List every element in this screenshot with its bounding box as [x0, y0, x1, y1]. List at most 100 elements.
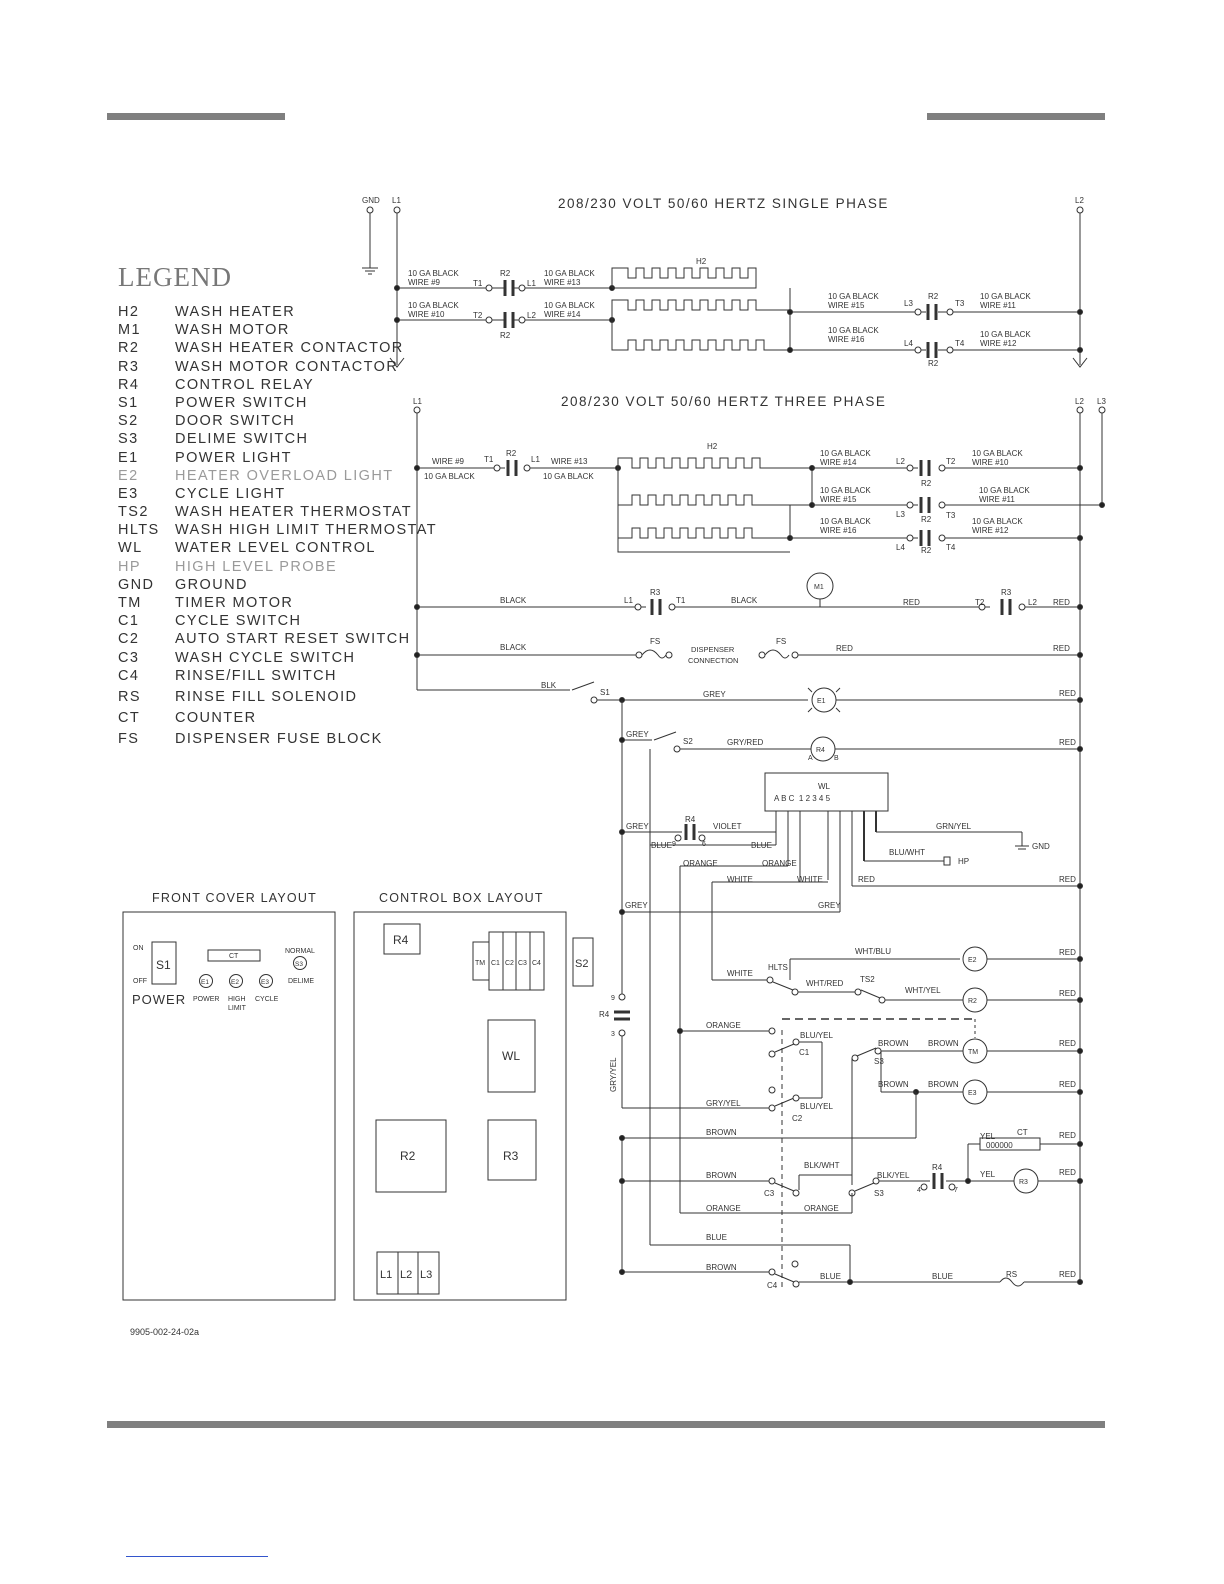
e1-label: E1: [201, 979, 209, 986]
terminal-label: L1: [531, 455, 540, 464]
delime-switch-s3[interactable]: [293, 956, 307, 970]
wire-label: BLU/YEL: [800, 1031, 833, 1040]
terminal-label: L3: [904, 299, 913, 308]
wire-label: YEL: [980, 1132, 996, 1141]
wire-label: ORANGE: [762, 859, 797, 868]
wire-label: WIRE #13: [544, 278, 581, 287]
wire-label: GREY: [703, 690, 726, 699]
wire-label: RED: [1059, 738, 1076, 747]
single-phase-title: 208/230 VOLT 50/60 HERTZ SINGLE PHASE: [558, 196, 889, 211]
wire-label: 10 GA BLACK: [828, 326, 879, 335]
footer-link-underline[interactable]: [126, 1556, 268, 1557]
r2-contact: [919, 458, 931, 478]
wire-label: BLACK: [500, 643, 527, 652]
heater-overload-light-e2-icon: E2: [962, 946, 988, 972]
e3-label: E3: [261, 979, 269, 986]
wire-label: WIRE #9: [432, 457, 465, 466]
high-level-probe-icon: [943, 856, 951, 866]
gnd-terminal: [366, 206, 374, 214]
three-phase-title: 208/230 VOLT 50/60 HERTZ THREE PHASE: [561, 394, 886, 409]
wire-label: BLK/WHT: [804, 1161, 840, 1170]
wire-label: BROWN: [878, 1039, 909, 1048]
door-switch-s2: [572, 937, 594, 987]
wire-label: 10 GA BLACK: [820, 486, 871, 495]
thermostat-label: TS2: [860, 975, 875, 984]
wire-label: WIRE #14: [544, 310, 581, 319]
wire-label: WHT/RED: [806, 979, 844, 988]
terminal-label: 7: [954, 1187, 958, 1194]
wire-label: GRY/RED: [727, 738, 764, 747]
wire-label: BLACK: [731, 596, 758, 605]
switch-label: C1: [799, 1048, 810, 1057]
contact-label: R3: [1001, 588, 1012, 597]
wire-label: WHITE: [727, 875, 753, 884]
wire-label: RED: [1059, 989, 1076, 998]
wire-label: 10 GA BLACK: [972, 517, 1023, 526]
control-relay-r4-coil: R4: [810, 736, 836, 762]
e2-caption: HIGH: [228, 996, 246, 1003]
e2-caption: LIMIT: [228, 1005, 247, 1012]
terminal-label: T4: [955, 339, 965, 348]
coil-label: R2: [968, 998, 977, 1005]
switch-label: C2: [792, 1114, 803, 1123]
wire-label: 10 GA BLACK: [980, 292, 1031, 301]
r2-contact: [503, 278, 515, 298]
terminal-label: A: [808, 755, 813, 762]
off-label: OFF: [133, 978, 147, 985]
wire-label: 10 GA BLACK: [979, 486, 1030, 495]
wire-label: GREY: [626, 730, 649, 739]
wire-label: BROWN: [928, 1080, 959, 1089]
wire-label: RED: [1059, 689, 1076, 698]
power-switch-s1[interactable]: [151, 941, 177, 985]
delime-label: DELIME: [288, 978, 314, 985]
wire-label: BROWN: [706, 1128, 737, 1137]
legend-title: LEGEND: [118, 262, 232, 292]
terminal-label: B: [834, 755, 839, 762]
e1-caption: POWER: [193, 996, 219, 1003]
heater-element: [617, 468, 812, 506]
terminal-label: T1: [484, 455, 494, 464]
wire-label: 10 GA BLACK: [408, 269, 459, 278]
wire-label: RED: [1053, 644, 1070, 653]
l2-label: L2: [400, 1269, 412, 1281]
motor-label: TM: [968, 1049, 978, 1056]
fuse-label: FS: [650, 637, 660, 646]
wire-label: 10 GA BLACK: [828, 292, 879, 301]
contact-label: R2: [928, 359, 939, 368]
heater-label: H2: [707, 442, 718, 451]
wire-label: GRN/YEL: [936, 822, 972, 831]
contact-label: R3: [650, 588, 661, 597]
wire-label: BLK: [541, 681, 557, 690]
timer-motor-tm-icon: TM: [962, 1038, 988, 1064]
light-label: E2: [968, 957, 977, 964]
r2-contact: [919, 495, 931, 515]
wire-label: GRY/YEL: [706, 1099, 741, 1108]
contact-label: R4: [932, 1163, 943, 1172]
fuse-icon: [641, 649, 667, 659]
power-light-e1: [199, 974, 213, 988]
on-label: ON: [133, 945, 144, 952]
l1-terminal-label: L1: [392, 196, 401, 205]
ct-label: CT: [229, 953, 239, 960]
switch-label: C4: [767, 1281, 778, 1290]
water-level-control-wl: [487, 1019, 536, 1093]
wire-label: WHT/BLU: [855, 947, 891, 956]
wire-label: WIRE #16: [828, 335, 865, 344]
r3-contact: [1000, 597, 1012, 617]
wire-label: WIRE #12: [980, 339, 1017, 348]
drawing-number: 9905-002-24-02a: [130, 1327, 199, 1337]
wire-label: BROWN: [706, 1263, 737, 1272]
light-label: E3: [968, 1090, 977, 1097]
wl-label: WL: [818, 782, 831, 791]
terminal-label: 3: [611, 1031, 615, 1038]
terminal-label: 9: [611, 995, 615, 1002]
l1-label: L1: [380, 1269, 392, 1281]
